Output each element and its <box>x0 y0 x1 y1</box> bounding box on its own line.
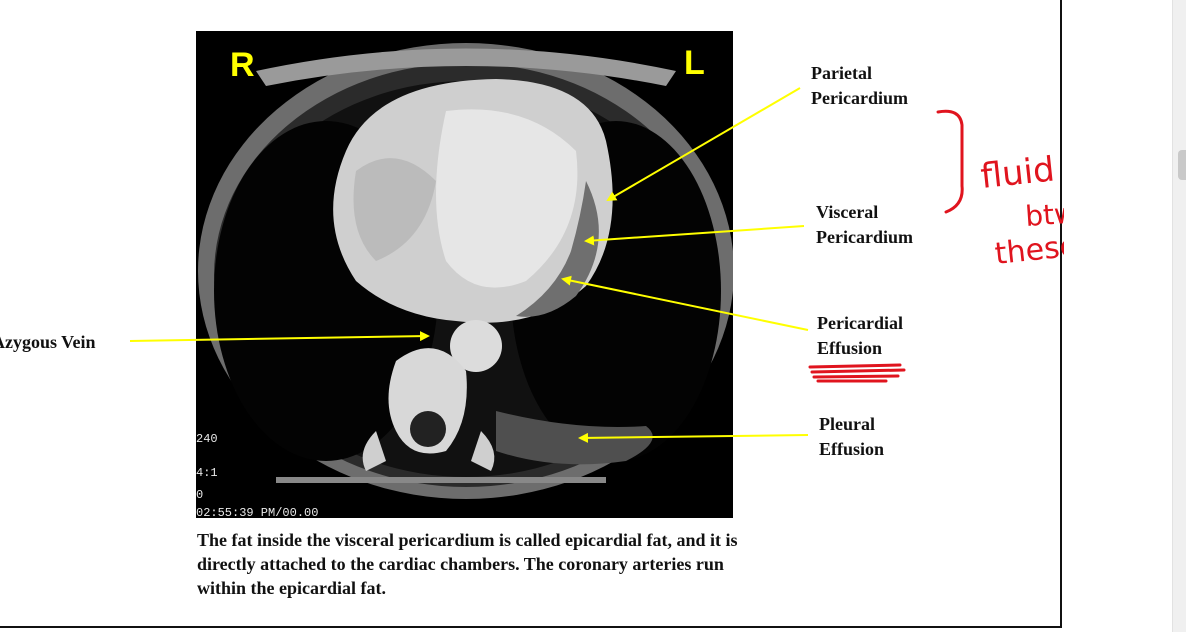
slide-caption: The fat inside the visceral pericardium … <box>197 530 738 598</box>
label-pleural-effusion: Pleural Effusion <box>819 414 885 459</box>
ct-scan-graphic <box>196 31 733 518</box>
ct-meta-window: 240 <box>196 432 218 446</box>
ct-scan-image <box>196 31 733 518</box>
page-gutter <box>1064 0 1172 632</box>
ct-meta-time: 02:55:39 PM/00.00 <box>196 506 319 520</box>
slide-canvas: R L 240 4:1 0 02:55:39 PM/00.00 Parietal… <box>0 0 1062 628</box>
label-pericardial-effusion: Pericardial Effusion <box>817 313 903 358</box>
ct-meta-ratio: 4:1 <box>196 466 218 480</box>
ct-right-marker: R <box>230 46 255 84</box>
label-azygous-vein: Azygous Vein <box>0 332 96 352</box>
label-parietal-pericardium: Parietal Pericardium <box>811 63 908 108</box>
scrollbar-thumb[interactable] <box>1178 150 1186 180</box>
label-visceral-pericardium: Visceral Pericardium <box>816 202 913 247</box>
ct-meta-index: 0 <box>196 488 204 502</box>
ct-left-marker: L <box>684 44 705 82</box>
vertical-scrollbar[interactable] <box>1172 0 1186 632</box>
